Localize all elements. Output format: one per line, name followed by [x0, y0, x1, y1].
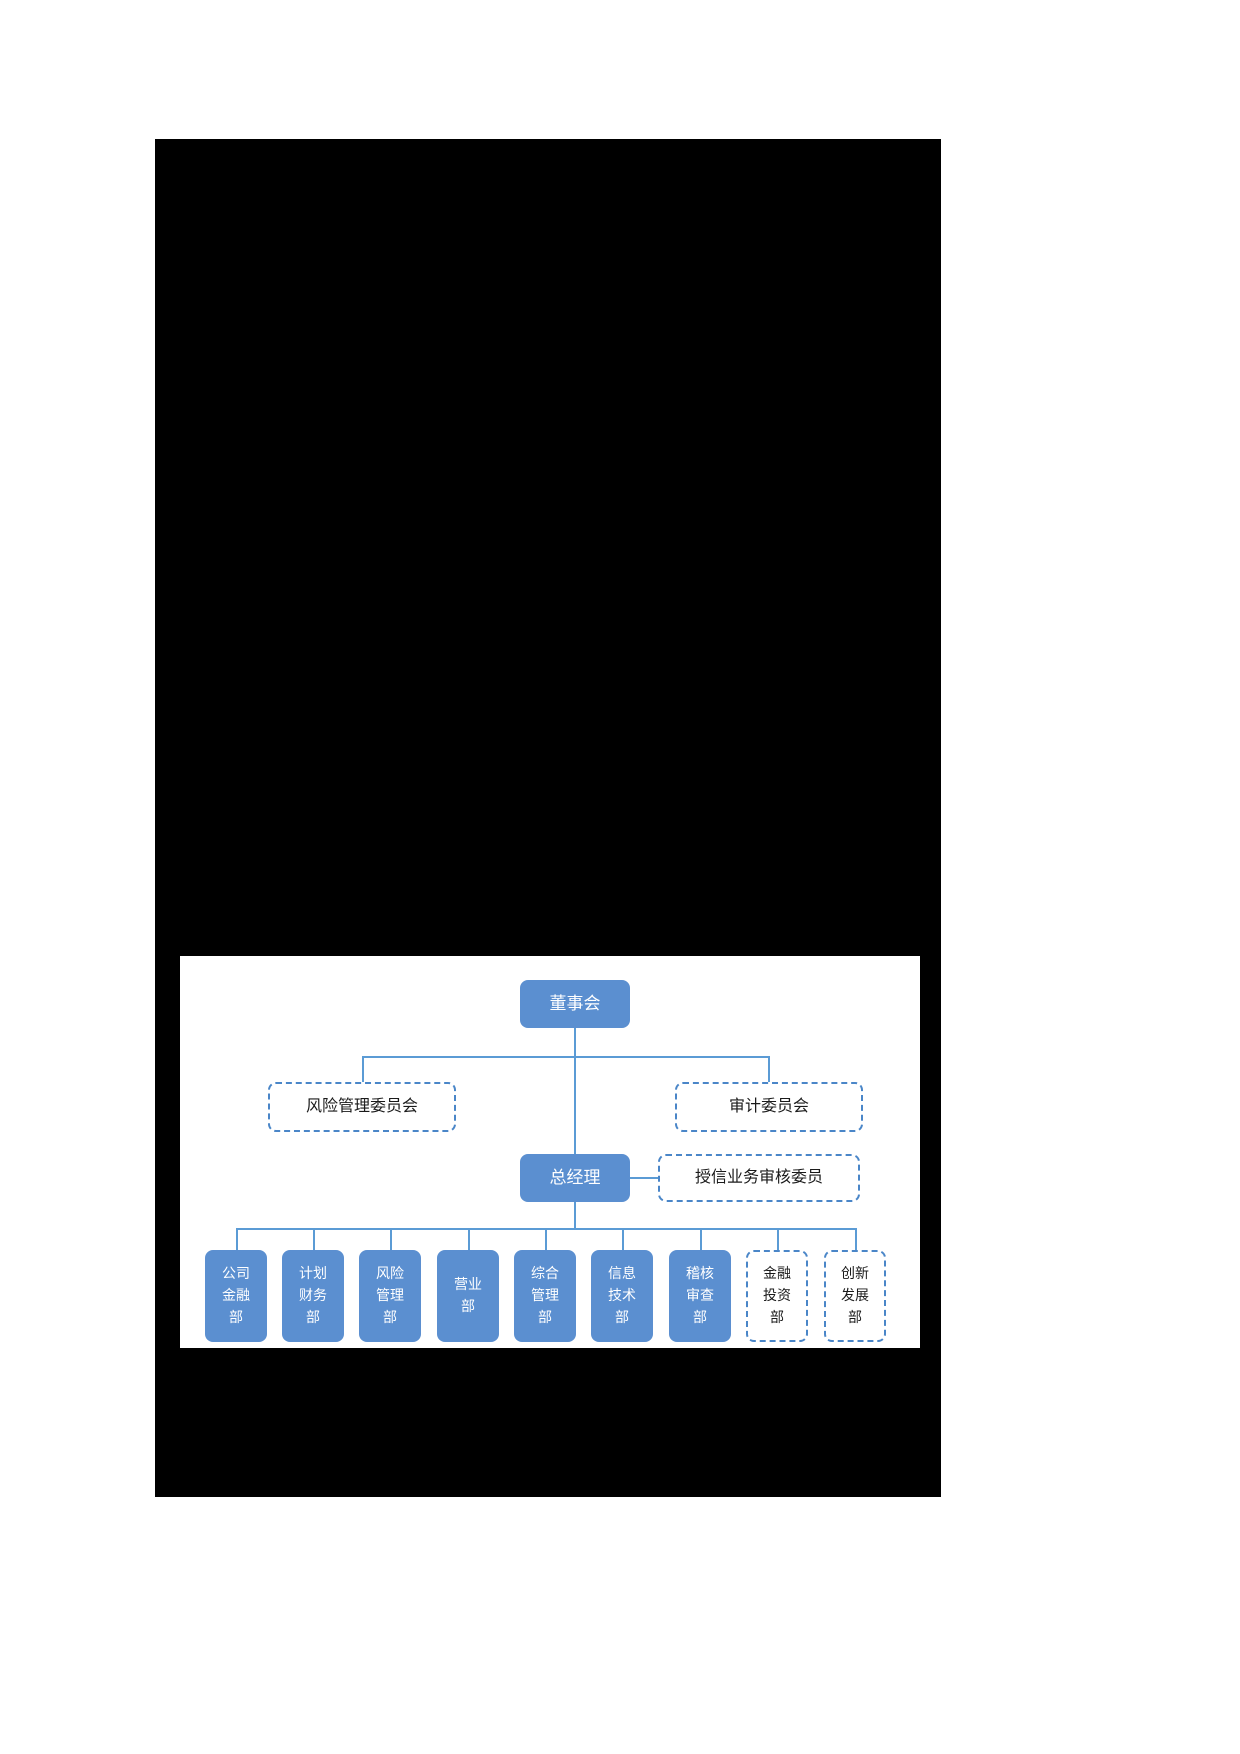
node-label-risk-management-committee: 风险管理委员会 [305, 1098, 418, 1116]
node-audit-committee[interactable]: 审计委员会 [675, 1082, 863, 1132]
node-label-credit-review-committee: 授信业务审核委员 [694, 1169, 823, 1187]
node-planning-finance-dept[interactable]: 计划 财务 部 [282, 1250, 344, 1342]
node-corporate-finance-dept[interactable]: 公司 金融 部 [205, 1250, 267, 1342]
connector-dept-drop-1 [236, 1228, 238, 1250]
connector-gm-stem [574, 1202, 576, 1230]
connector-department-bus-right [854, 1228, 856, 1230]
connector-dept-drop-5 [545, 1228, 547, 1250]
node-board-of-directors[interactable]: 董事会 [520, 980, 630, 1028]
node-label-financial-investment-dept: 金融 投资 部 [763, 1265, 791, 1325]
connector-dept-drop-4 [468, 1228, 470, 1250]
connector-committee-bus [362, 1056, 770, 1058]
node-label-corporate-finance-dept: 公司 金融 部 [222, 1265, 250, 1325]
node-financial-investment-dept[interactable]: 金融 投资 部 [746, 1250, 808, 1342]
node-label-general-management-dept: 综合 管理 部 [531, 1265, 559, 1325]
node-general-management-dept[interactable]: 综合 管理 部 [514, 1250, 576, 1342]
connector-risk-committee-drop [362, 1056, 364, 1082]
node-label-audit-review-dept: 稽核 审查 部 [686, 1265, 714, 1325]
connector-audit-committee-drop [768, 1056, 770, 1082]
node-label-innovation-development-dept: 创新 发展 部 [841, 1265, 869, 1325]
node-credit-review-committee[interactable]: 授信业务审核委员 [658, 1154, 860, 1202]
connector-dept-drop-2 [313, 1228, 315, 1250]
node-innovation-development-dept[interactable]: 创新 发展 部 [824, 1250, 886, 1342]
connector-gm-to-credit-committee [630, 1177, 658, 1179]
connector-dept-drop-6 [622, 1228, 624, 1250]
node-risk-management-dept[interactable]: 风险 管理 部 [359, 1250, 421, 1342]
node-label-information-technology-dept: 信息 技术 部 [608, 1265, 636, 1325]
node-audit-review-dept[interactable]: 稽核 审查 部 [669, 1250, 731, 1342]
connector-dept-drop-7 [700, 1228, 702, 1250]
connector-dept-drop-8 [777, 1228, 779, 1250]
node-label-planning-finance-dept: 计划 财务 部 [299, 1265, 327, 1325]
node-label-general-manager: 总经理 [549, 1167, 601, 1187]
node-general-manager[interactable]: 总经理 [520, 1154, 630, 1202]
node-information-technology-dept[interactable]: 信息 技术 部 [591, 1250, 653, 1342]
connector-board-to-gm [574, 1056, 576, 1154]
connector-dept-drop-3 [390, 1228, 392, 1250]
node-label-board-of-directors: 董事会 [549, 993, 601, 1013]
connector-dept-drop-9 [855, 1228, 857, 1250]
node-label-risk-management-dept: 风险 管理 部 [376, 1265, 404, 1325]
org-chart-figure: 董事会 风险管理委员会 审计委员会 总经理 授信业务审核委员 公司 金融 部 计… [180, 956, 920, 1348]
node-label-audit-committee: 审计委员会 [728, 1098, 809, 1116]
node-risk-management-committee[interactable]: 风险管理委员会 [268, 1082, 456, 1132]
node-business-dept[interactable]: 营业 部 [437, 1250, 499, 1342]
node-label-business-dept: 营业 部 [454, 1276, 482, 1314]
connector-board-stem [574, 1028, 576, 1058]
